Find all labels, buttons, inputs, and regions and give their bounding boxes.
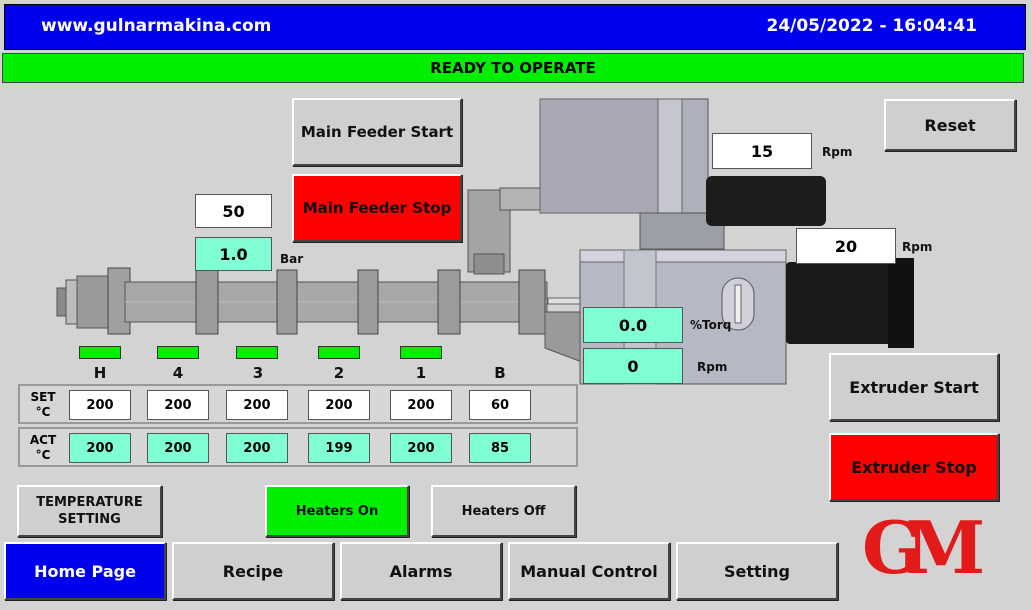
extruder-stop-button[interactable]: Extruder Stop — [829, 433, 999, 501]
header-bar: www.gulnarmakina.com 24/05/2022 - 16:04:… — [4, 4, 1026, 50]
zone-h-indicator — [79, 346, 121, 359]
set-temp-b[interactable]: 60 — [469, 390, 531, 420]
torque-unit: %Torq — [690, 318, 732, 332]
feeder-rpm-unit: Rpm — [822, 145, 853, 159]
act-temp-4: 200 — [147, 433, 209, 463]
nav-setting[interactable]: Setting — [676, 542, 838, 600]
screw-rpm-unit: Rpm — [697, 360, 728, 374]
main-feeder-stop-button[interactable]: Main Feeder Stop — [292, 174, 462, 242]
heaters-off-button[interactable]: Heaters Off — [431, 485, 576, 537]
feeder-rpm-value: 15 — [712, 133, 812, 169]
zone-label: B — [494, 364, 506, 382]
zone-4-indicator — [157, 346, 199, 359]
heaters-on-button[interactable]: Heaters On — [265, 485, 409, 537]
nav-manual-control[interactable]: Manual Control — [508, 542, 670, 600]
motor-rpm-value: 20 — [796, 228, 896, 264]
act-temp-2: 199 — [308, 433, 370, 463]
actual-temperature-row: ACT°C 200 200 200 199 200 85 — [18, 427, 578, 467]
nav-alarms[interactable]: Alarms — [340, 542, 502, 600]
set-temp-1[interactable]: 200 — [390, 390, 452, 420]
nav-home-page[interactable]: Home Page — [4, 542, 166, 600]
zone-label: 3 — [252, 364, 264, 382]
torque-value: 0.0 — [583, 307, 683, 343]
status-banner: READY TO OPERATE — [2, 53, 1024, 83]
zone-2-indicator — [318, 346, 360, 359]
zone-1-indicator — [400, 346, 442, 359]
act-temp-3: 200 — [226, 433, 288, 463]
screw-rpm-value: 0 — [583, 348, 683, 384]
zone-label: 2 — [333, 364, 345, 382]
nav-recipe[interactable]: Recipe — [172, 542, 334, 600]
set-temperature-row: SET°C 200 200 200 200 200 60 — [18, 384, 578, 424]
act-temp-h: 200 — [69, 433, 131, 463]
act-temp-1: 200 — [390, 433, 452, 463]
set-temp-4[interactable]: 200 — [147, 390, 209, 420]
reset-button[interactable]: Reset — [884, 99, 1016, 151]
zone-3-indicator — [236, 346, 278, 359]
main-feeder-start-button[interactable]: Main Feeder Start — [292, 98, 462, 166]
act-temp-b: 85 — [469, 433, 531, 463]
pressure-actual-value: 1.0 — [195, 237, 272, 271]
zone-label: H — [93, 364, 107, 382]
set-temp-2[interactable]: 200 — [308, 390, 370, 420]
company-logo: GM — [862, 505, 985, 590]
pressure-set-value[interactable]: 50 — [195, 194, 272, 228]
temperature-setting-button[interactable]: TEMPERATURE SETTING — [17, 485, 162, 537]
act-row-label: ACT°C — [29, 433, 57, 462]
zone-label: 4 — [172, 364, 184, 382]
set-temp-3[interactable]: 200 — [226, 390, 288, 420]
set-row-label: SET°C — [30, 390, 56, 419]
datetime-label: 24/05/2022 - 16:04:41 — [766, 16, 977, 36]
motor-rpm-unit: Rpm — [902, 240, 933, 254]
set-temp-h[interactable]: 200 — [69, 390, 131, 420]
website-label: www.gulnarmakina.com — [41, 16, 272, 36]
extruder-start-button[interactable]: Extruder Start — [829, 353, 999, 421]
pressure-unit: Bar — [280, 252, 304, 266]
zone-label: 1 — [415, 364, 427, 382]
